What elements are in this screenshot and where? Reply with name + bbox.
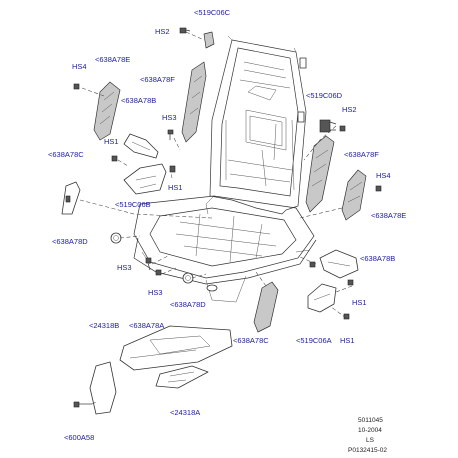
label-638A78C-right: <638A78C — [233, 336, 269, 345]
label-HS1-upper: HS1 — [104, 137, 119, 146]
label-638A78D-left: <638A78D — [52, 237, 88, 246]
bracket-519C06A — [307, 283, 337, 313]
seat-back-frame — [205, 35, 307, 215]
bracket-519C06B — [123, 163, 167, 195]
tray-24318A — [155, 365, 209, 389]
trim-638A78F-left-upright — [181, 61, 207, 143]
fastener-HS4-left — [73, 83, 80, 90]
trim-638A78E-right-upright — [341, 169, 367, 221]
label-519C06D: <519C06D — [306, 91, 343, 100]
vehicle-model: LS — [366, 437, 374, 444]
label-638A78A: <638A78A — [129, 321, 165, 330]
fastener-HS3-left — [145, 257, 152, 271]
fastener-HS3-upper — [167, 129, 174, 140]
trim-638A78B-right-cover — [319, 249, 359, 279]
label-638A78D-lower: <638A78D — [170, 300, 206, 309]
label-638A78E-left: <638A78E — [95, 55, 131, 64]
label-638A78B-right: <638A78B — [360, 254, 396, 263]
label-24318B: <24318B — [89, 321, 120, 330]
label-HS3-lower: HS3 — [148, 288, 163, 297]
trim-638A78C-left-handle — [61, 181, 81, 215]
label-519C06A: <519C06A — [296, 336, 332, 345]
cap-638A78D-lower — [182, 272, 194, 284]
label-519C06C: <519C06C — [194, 8, 231, 17]
label-HS1-right: HS1 — [352, 298, 367, 307]
fastener-HS1-right — [347, 279, 354, 286]
label-HS4-left: HS4 — [72, 62, 87, 71]
fastener-HS3-right — [309, 261, 316, 268]
latch-519C06D — [319, 119, 337, 133]
fastener-HS4-right — [375, 185, 382, 192]
label-HS3-left: HS3 — [117, 263, 132, 272]
label-HS4-right: HS4 — [376, 171, 391, 180]
trim-638A78B-side-cover — [123, 133, 159, 159]
label-638A78F-right: <638A78F — [344, 150, 379, 159]
seat-base-frame — [133, 195, 317, 303]
fastener-HS1-lower-right — [343, 313, 350, 320]
label-638A78E-right: <638A78E — [371, 211, 407, 220]
illustration-reference: P0132415-02 — [348, 447, 388, 454]
trim-519C06C-upper-cap — [203, 31, 215, 49]
fastener-600A58 — [73, 401, 92, 408]
label-HS2-top: HS2 — [155, 27, 170, 36]
label-638A78C-left: <638A78C — [48, 150, 84, 159]
trim-638A78F-right-upright — [305, 135, 335, 213]
illustration-date: 10-2004 — [358, 427, 382, 434]
illustration-code: 5011045 — [358, 417, 383, 424]
trim-638A78E-left-upright — [93, 81, 121, 141]
cap-638A78D-left — [110, 232, 122, 244]
label-519C06B: <519C06B — [115, 200, 151, 209]
label-24318A: <24318A — [170, 408, 201, 417]
label-638A78F-left: <638A78F — [140, 75, 175, 84]
cover-24318B — [89, 361, 117, 415]
fastener-HS3-lower — [155, 269, 162, 276]
fastener-HS2-right — [339, 125, 346, 132]
trim-638A78C-right-handle — [253, 281, 279, 333]
label-HS3-upper: HS3 — [162, 113, 177, 122]
label-600A58: <600A58 — [64, 433, 95, 442]
leader-lines — [79, 31, 353, 405]
label-HS2-right: HS2 — [342, 105, 357, 114]
label-638A78B-left: <638A78B — [121, 96, 157, 105]
console-638A78A — [119, 325, 233, 371]
label-HS1-lower-right: HS1 — [340, 336, 355, 345]
label-HS1-mid: HS1 — [168, 183, 183, 192]
fastener-HS1-upper — [111, 155, 118, 162]
fastener-HS2-top — [179, 27, 191, 34]
